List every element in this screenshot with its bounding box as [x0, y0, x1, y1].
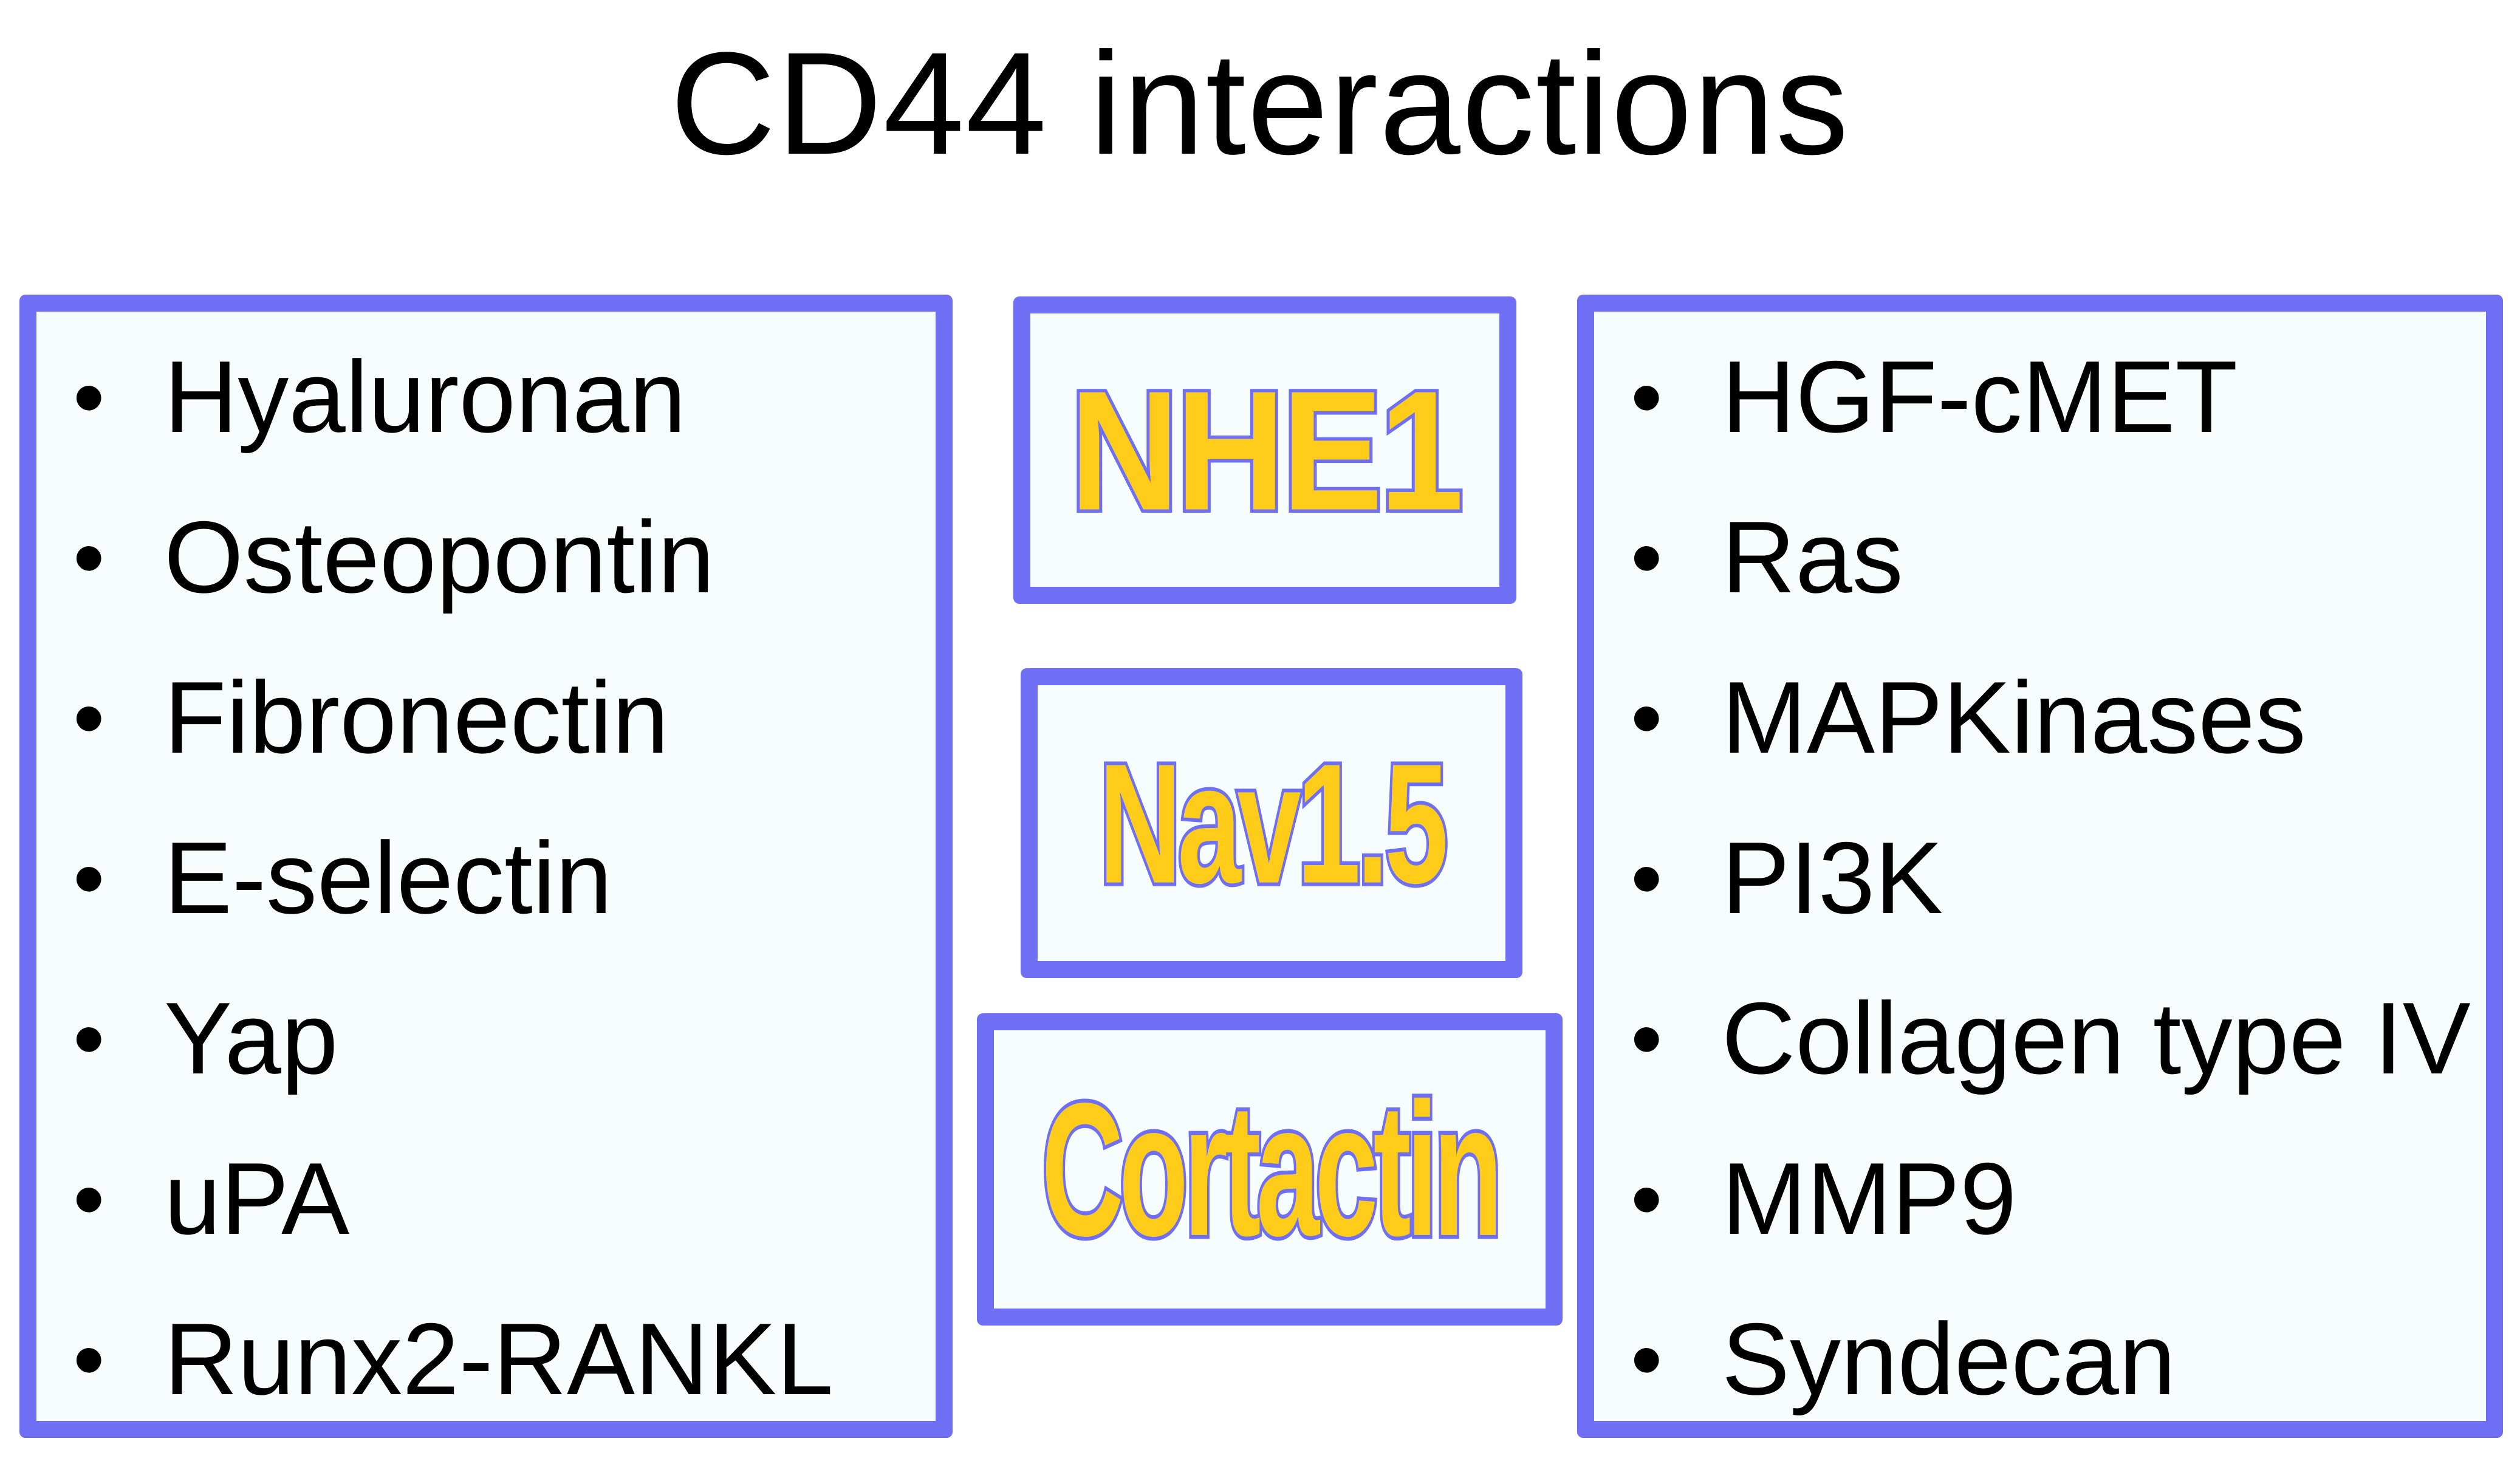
bullet-icon: • [73, 1148, 105, 1250]
list-item-label: Runx2-RANKL [164, 1302, 834, 1416]
list-item-label: MMP9 [1722, 1141, 2017, 1256]
nhe1-label: NHE1 [1067, 352, 1467, 549]
list-item-label: E-selectin [164, 821, 612, 935]
nav15-box: Nav1.5 [1021, 668, 1522, 978]
list-item-label: Ras [1722, 500, 1903, 614]
bullet-icon: • [1631, 827, 1663, 929]
bullet-icon: • [1631, 1148, 1663, 1250]
list-item-label: Fibronectin [164, 660, 669, 775]
list-item-label: Collagen type IV [1722, 981, 2471, 1095]
bullet-icon: • [1631, 987, 1663, 1089]
list-item-label: HGF-cMET [1722, 340, 2238, 454]
cortactin-box: Cortactin [977, 1013, 1563, 1326]
bullet-icon: • [1631, 506, 1663, 608]
bullet-icon: • [73, 666, 105, 768]
list-item-label: Osteopontin [164, 500, 714, 614]
list-item-label: PI3K [1722, 821, 1943, 935]
bullet-icon: • [1631, 1308, 1663, 1410]
nhe1-box: NHE1 [1013, 296, 1516, 604]
nav15-label: Nav1.5 [1096, 724, 1451, 922]
bullet-icon: • [73, 1308, 105, 1410]
list-item-label: Syndecan [1722, 1302, 2176, 1416]
diagram-title: CD44 interactions [670, 22, 1850, 185]
cortactin-label: Cortactin [1039, 1059, 1505, 1279]
right-interaction-box: • HGF-cMET • Ras • MAPKinases • PI3K • Collag… [1577, 295, 2503, 1438]
list-item-label: MAPKinases [1722, 660, 2306, 775]
bullet-icon: • [73, 987, 105, 1089]
bullet-icon: • [1631, 346, 1663, 448]
bullet-icon: • [1631, 666, 1663, 768]
bullet-icon: • [73, 506, 105, 608]
list-item-label: Yap [164, 981, 338, 1095]
bullet-icon: • [73, 346, 105, 448]
list-item-label: Hyaluronan [164, 340, 686, 454]
left-interaction-box: • Hyaluronan • Osteopontin • Fibronectin • E… [19, 295, 953, 1438]
list-item-label: uPA [164, 1141, 350, 1256]
bullet-icon: • [73, 827, 105, 929]
